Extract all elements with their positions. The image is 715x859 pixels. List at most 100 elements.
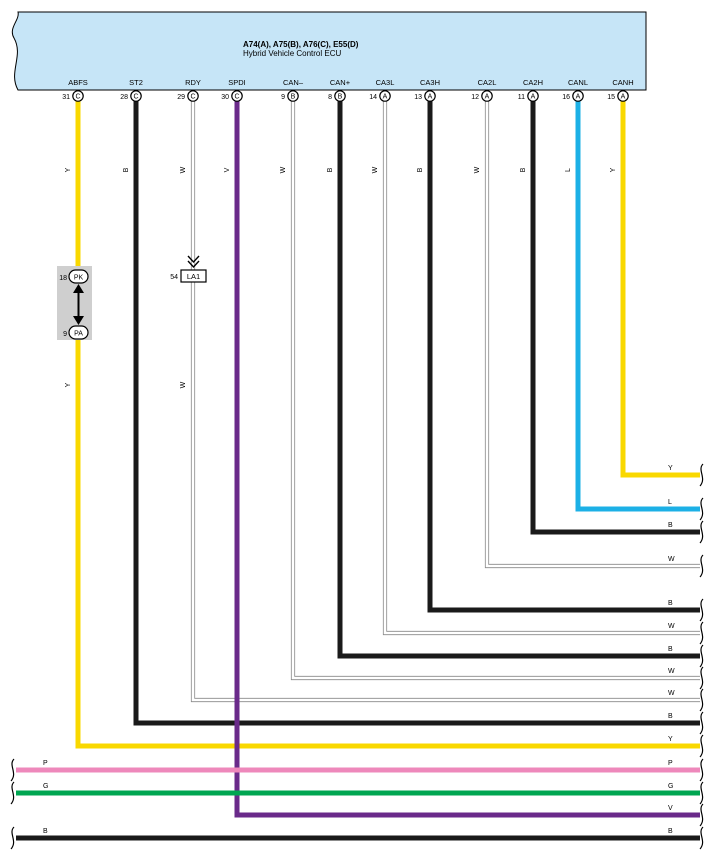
ca3l-color-label: W (372, 166, 379, 173)
canl-pin-name: CANL (568, 78, 588, 87)
spdi-color-label: V (224, 167, 231, 172)
canl-pin-conn: A (576, 94, 581, 101)
green-pass-left-label: G (43, 783, 48, 790)
ca2l-pin-conn: A (485, 94, 490, 101)
thin-wires (190, 97, 700, 703)
rdy-pin-conn: C (190, 94, 195, 101)
ca2l-pin-circle (481, 90, 493, 102)
abfs-pin-circle (72, 90, 84, 102)
canl-wire (575, 97, 700, 512)
canl-pin-number: 16 (562, 94, 570, 101)
right-break-10 (699, 734, 704, 758)
ca3h-pin-number: 13 (414, 94, 422, 101)
can-plus-pin-conn: B (338, 94, 343, 101)
ca2h-pin-conn: A (531, 94, 536, 101)
can-plus-pin-name: CAN+ (330, 78, 351, 87)
ca2l-wire-outline (484, 97, 700, 569)
rdy-pin-circle (187, 90, 199, 102)
ca3h-color-label: B (417, 167, 424, 172)
right-break-3 (699, 554, 704, 578)
canh-pin-name: CANH (612, 78, 633, 87)
ca2l-pin-name: CA2L (478, 78, 497, 87)
rdy-color-label: W (180, 166, 187, 173)
ca2l-pin-number: 12 (471, 94, 479, 101)
can-minus-pin-circle (287, 90, 299, 102)
right-color-label-1: L (668, 499, 672, 506)
right-color-label-5: W (668, 623, 675, 630)
can-minus-pin-name: CAN– (283, 78, 304, 87)
junction-top-conn: PK (74, 275, 84, 282)
right-color-label-12: G (668, 783, 673, 790)
splice-box (180, 269, 207, 283)
ca2h-pin-name: CA2H (523, 78, 543, 87)
right-color-label-13: V (668, 805, 673, 812)
black-left-break (10, 826, 15, 850)
right-break-11 (699, 758, 704, 782)
right-break-7 (699, 666, 704, 690)
right-break-6 (699, 644, 704, 668)
splice-connector: 54 LA1 (170, 255, 207, 283)
splice-chevron-icon (187, 255, 200, 269)
junction-arrow-down (73, 316, 84, 325)
right-break-4 (699, 598, 704, 622)
can-minus-pin-conn: B (291, 94, 296, 101)
can-plus-pin-circle (334, 90, 346, 102)
spdi-wire (234, 97, 700, 818)
right-break-9 (699, 711, 704, 735)
canh-pin-conn: A (621, 94, 626, 101)
junction-arrow-up (73, 284, 84, 293)
spdi-pin-number: 30 (221, 94, 229, 101)
right-color-label-6: B (668, 646, 673, 653)
junction-bottom-oval (68, 325, 89, 340)
right-break-8 (699, 688, 704, 712)
can-plus-color-label: B (327, 167, 334, 172)
canl-color-label: L (565, 168, 572, 172)
right-color-label-11: P (668, 760, 673, 767)
ca2h-wire (530, 97, 700, 535)
can-minus-wire (291, 97, 700, 680)
st2-color-label: B (123, 167, 130, 172)
ca3l-pin-name: CA3L (376, 78, 395, 87)
pink-left-break (10, 758, 15, 782)
rdy-pin-number: 29 (177, 94, 185, 101)
pass-through-wires (16, 767, 700, 841)
ca3h-pin-conn: A (428, 94, 433, 101)
can-plus-pin-number: 8 (328, 94, 332, 101)
splice-pin: 54 (170, 274, 178, 281)
abfs-wire (75, 97, 700, 749)
can-minus-color-label: W (280, 166, 287, 173)
spdi-pin-conn: C (234, 94, 239, 101)
ca3h-pin-name: CA3H (420, 78, 440, 87)
canh-pin-circle (617, 90, 629, 102)
can-plus-wire (337, 97, 700, 659)
junction-connector: 18 PK 9 PA (59, 269, 89, 340)
canh-wire (620, 97, 700, 478)
st2-pin-name: ST2 (129, 78, 143, 87)
junction-top-pin: 18 (59, 275, 67, 282)
right-break-12 (699, 781, 704, 805)
rdy-wire (191, 97, 700, 702)
spdi-pin-circle (231, 90, 243, 102)
right-break-2 (699, 520, 704, 544)
ca2l-wire (485, 97, 700, 568)
thick-wires (75, 97, 700, 818)
right-color-label-7: W (668, 668, 675, 675)
abfs-pin-name: ABFS (68, 78, 88, 87)
ca2h-pin-number: 11 (518, 94, 525, 101)
right-color-label-0: Y (668, 465, 673, 472)
ecu-name-label: Hybrid Vehicle Control ECU (243, 49, 341, 58)
ca3h-pin-circle (424, 90, 436, 102)
right-color-label-4: B (668, 600, 673, 607)
right-color-label-9: B (668, 713, 673, 720)
green-left-break (10, 781, 15, 805)
ca3l-pin-number: 14 (369, 94, 377, 101)
abfs-color-label: Y (65, 167, 72, 172)
right-break-13 (699, 803, 704, 827)
splice-label: LA1 (187, 272, 200, 281)
right-color-label-10: Y (668, 736, 673, 743)
can-minus-wire-outline (290, 97, 700, 681)
junction-top-oval (68, 269, 89, 284)
